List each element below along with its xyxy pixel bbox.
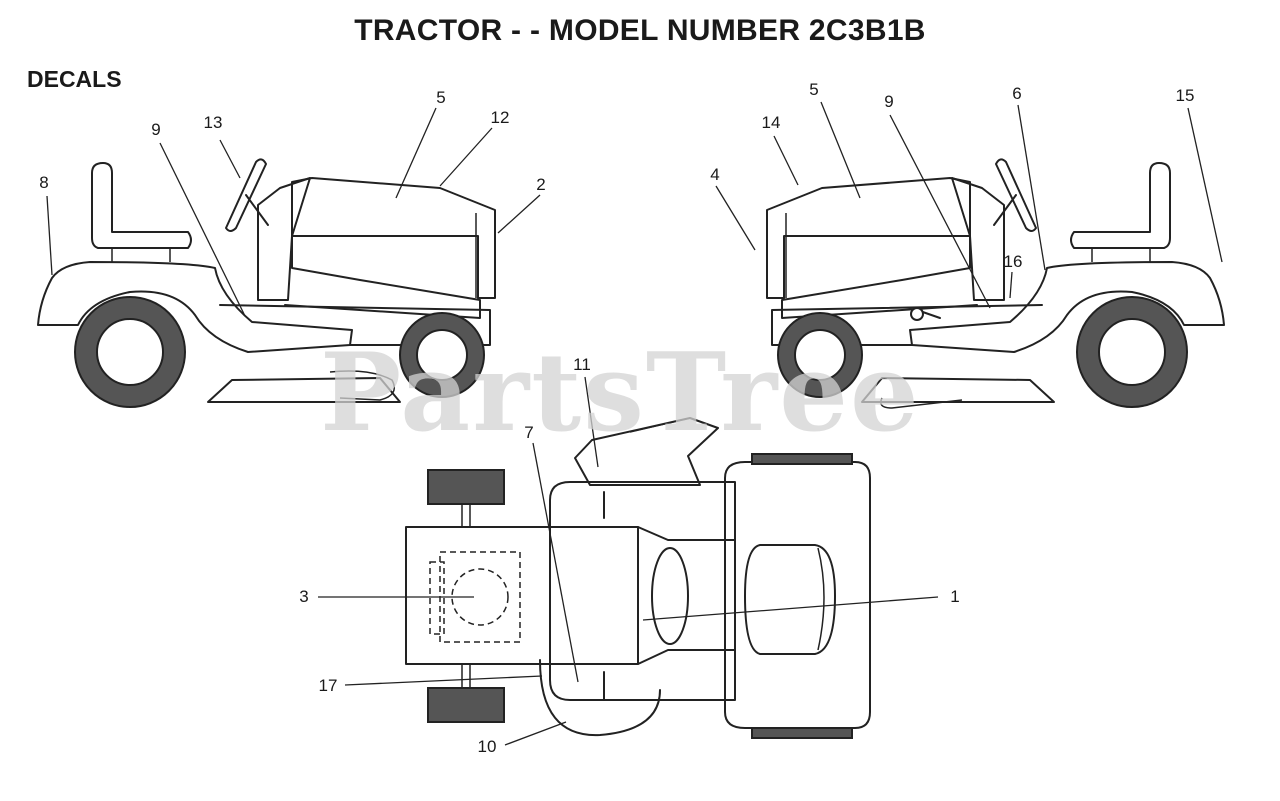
callout-11: 11 xyxy=(573,355,591,374)
callout-7: 7 xyxy=(524,423,534,442)
callout-13: 13 xyxy=(203,113,223,132)
callout-16: 16 xyxy=(1003,252,1023,271)
tractor-right-view xyxy=(766,158,1225,409)
callout-10: 10 xyxy=(477,737,497,756)
callout-2: 2 xyxy=(536,175,546,194)
tractor-left-view xyxy=(37,158,496,408)
callout-5b: 5 xyxy=(809,80,819,99)
callout-4: 4 xyxy=(710,165,720,184)
watermark: PartsTree xyxy=(320,330,921,456)
callout-17: 17 xyxy=(318,676,338,695)
page-title: TRACTOR - - MODEL NUMBER 2C3B1B xyxy=(354,14,926,47)
callout-9: 9 xyxy=(151,120,161,139)
callout-1: 1 xyxy=(950,587,960,606)
section-label: DECALS xyxy=(27,66,122,92)
callout-15: 15 xyxy=(1175,86,1195,105)
callout-3: 3 xyxy=(299,587,309,606)
callout-5: 5 xyxy=(436,88,446,107)
callout-6: 6 xyxy=(1012,84,1022,103)
callout-12: 12 xyxy=(490,108,510,127)
callout-8: 8 xyxy=(39,173,49,192)
tractor-top-view xyxy=(405,417,871,739)
callout-14: 14 xyxy=(761,113,781,132)
callout-9b: 9 xyxy=(884,92,894,111)
leader-lines xyxy=(46,101,1223,746)
